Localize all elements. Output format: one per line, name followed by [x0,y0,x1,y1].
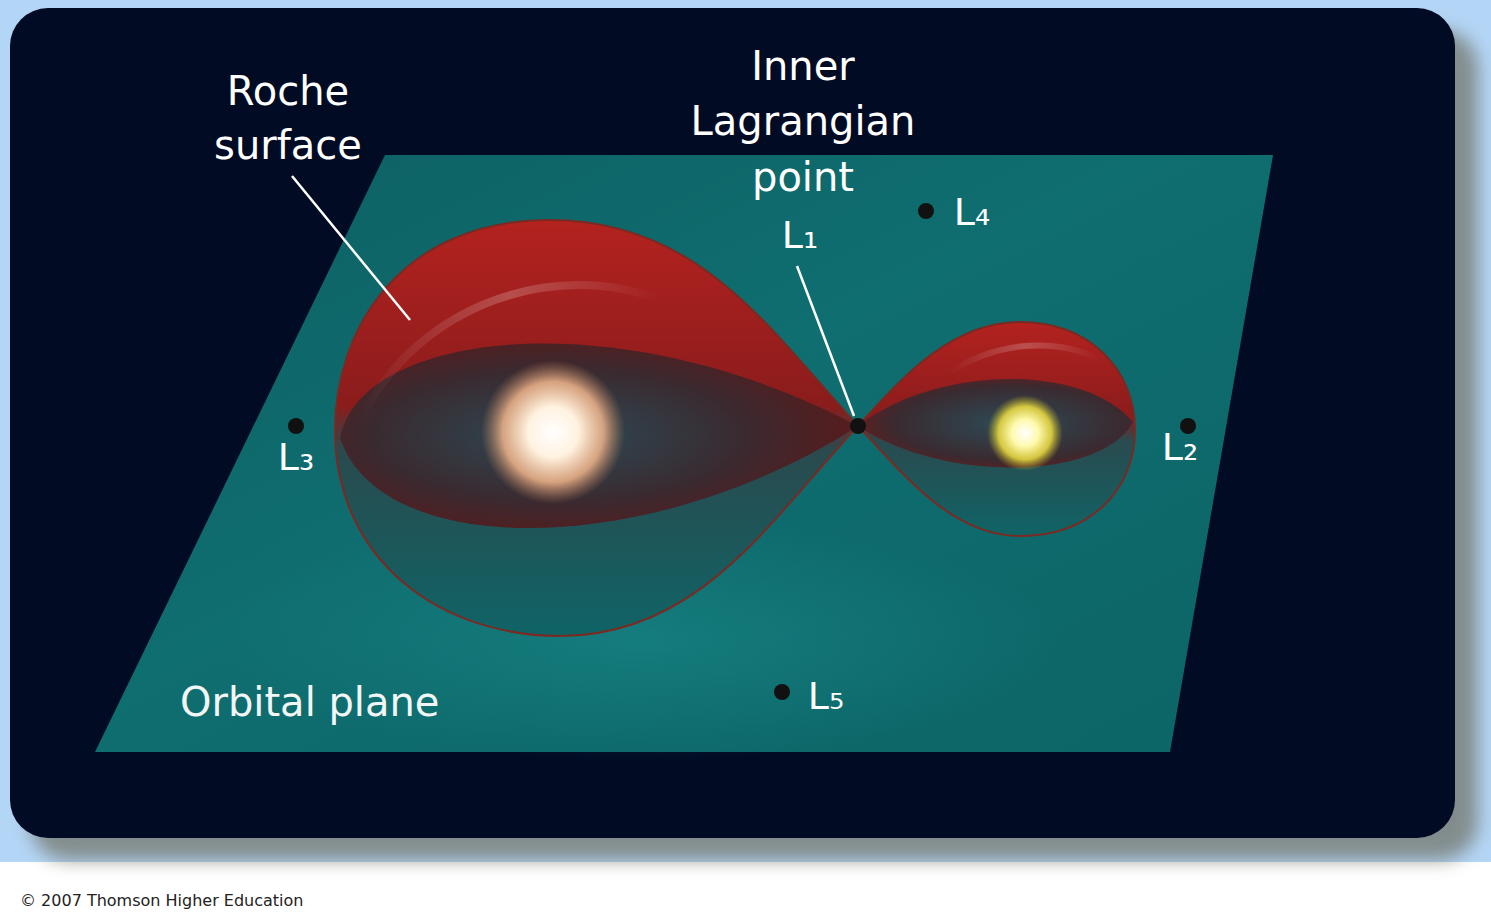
dark-panel [10,8,1455,838]
roche-lobe [858,322,1135,536]
lagrange-point [774,684,790,700]
lagrange-point [850,418,866,434]
point-label: L₅ [808,674,844,720]
roche-lobe [335,220,858,636]
callout-label: Roche surface [193,64,383,172]
lagrange-point [288,418,304,434]
caption-ground [0,862,1491,912]
leader-line [292,176,410,320]
lobe-opening [340,344,858,529]
primary-star [481,360,625,504]
point-label: L₃ [278,435,314,481]
page-ground [0,0,1491,862]
leader-line [797,266,854,416]
plane-label: Orbital plane [180,678,439,726]
copyright-note: © 2007 Thomson Higher Education [20,891,303,910]
point-label: L₁ [782,213,818,259]
secondary-star [987,395,1063,471]
lobe-highlight [950,345,1100,372]
lagrange-point [918,203,934,219]
callout-label: Inner Lagrangian point [663,39,943,205]
point-label: L₄ [954,190,990,236]
point-label: L₂ [1162,425,1198,471]
